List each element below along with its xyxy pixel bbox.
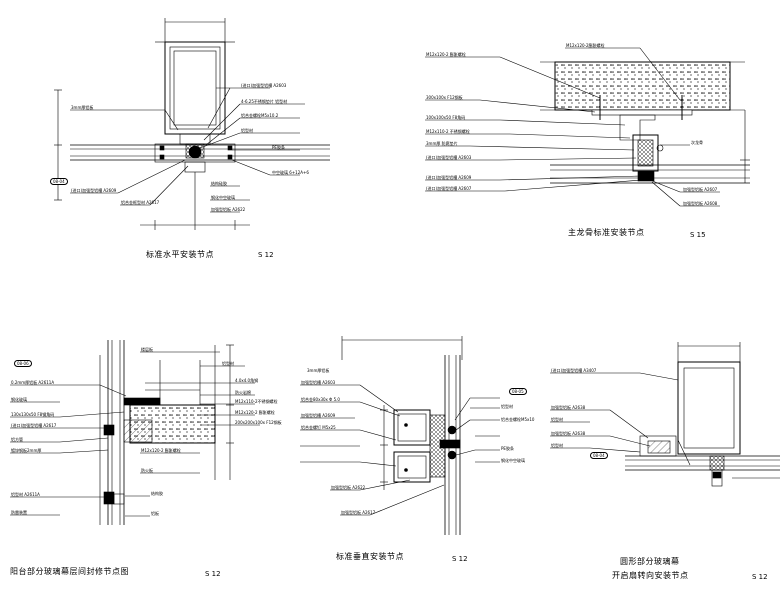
detail4-drawing (300, 336, 500, 535)
detail4-label: PE胶条 (501, 446, 514, 451)
detail5-callout: 08-04 (590, 452, 608, 459)
detail4-title: 标准垂直安装节点 (336, 552, 404, 561)
detail4-label: 加强型铝板 A2617 (341, 510, 376, 515)
detail1-title: 标准水平安装节点 (146, 250, 214, 259)
detail2-drawing (425, 47, 750, 207)
detail3-label: 防雷装置 (11, 510, 27, 515)
detail1-label: 铝合金框型材 A2617 (121, 200, 160, 205)
detail2-label: 加强型铝板 A2607 (683, 187, 718, 192)
detail3-label: 镀锌钢板2mm厚 (11, 448, 42, 453)
detail1-label: (进口)加强型铝槽 A2603 (241, 83, 287, 88)
detail1-label: 钢化中空玻璃 (211, 195, 235, 200)
detail2-label: 加强型铝板 A2608 (683, 201, 718, 206)
detail1-label: 铝型材 (241, 128, 253, 133)
detail5-label: (进口)加强型铝槽 A3407 (551, 368, 597, 373)
detail2-title: 主龙骨标准安装节点 (568, 228, 645, 237)
detail2-label: M12x120-2 膨胀螺栓 (426, 52, 466, 57)
detail1-label: PE胶条 (272, 145, 285, 150)
detail5-drawing (550, 342, 780, 487)
detail3-label: 铝方管 (11, 437, 23, 442)
detail1-label: 4-6.25不锈钢垫片 铝型材 (241, 99, 288, 104)
detail5-label: 加强型铝板 A2638 (551, 431, 586, 436)
detail2-label: 300x100x F12钢板 (426, 95, 463, 100)
detail4-callout: 08-05 (509, 388, 527, 395)
detail5-label: 铝型材 (551, 417, 563, 422)
detail1-label: 铝合金螺栓M5x10.2 (241, 113, 279, 118)
detail3-scale: S 12 (205, 570, 221, 578)
detail5-label: 铝型材 (551, 443, 563, 448)
detail4-label: 铝型材 (501, 404, 513, 409)
detail3-label: 0.2mm厚铝板 A2611A (11, 380, 55, 385)
detail4-label: 铝合金螺钉 M5x25 (301, 425, 336, 430)
detail2-label: (进口)加强型铝槽 A2603 (426, 155, 472, 160)
detail2-label: 100x100x50 F8角码 (426, 115, 466, 120)
detail3-label: 钢化玻璃 (11, 397, 27, 402)
detail2-label: (进口)加强型铝槽 A2607 (426, 186, 472, 191)
detail5-title-line1: 圆形部分玻璃幕 (620, 557, 680, 566)
detail1-label: 中空玻璃 6+12A+6 (272, 170, 309, 175)
detail4-label: 铝合金螺栓M5x10 (501, 417, 535, 422)
detail3-label: M12x120-2 膨胀螺栓 (141, 448, 181, 453)
detail3-title: 阳台部分玻璃幕层间封修节点图 (10, 567, 129, 576)
detail3-label: M12x120-2 膨胀螺栓 (235, 410, 275, 415)
detail4-scale: S 12 (452, 555, 468, 563)
detail5-title-line2: 开启扇转向安装节点 (612, 571, 689, 580)
detail4-label: 加强型铝槽 A2603 (301, 380, 336, 385)
detail4-label: 加强型铝板 A2622 (331, 485, 366, 490)
detail2-label: (进口)加强型铝槽 A2609 (426, 175, 472, 180)
detail3-label: 铝板 (151, 511, 159, 516)
detail3-label: 4.0x4.0角钢 (235, 378, 259, 383)
detail3-label: 130x130x50 F8钢角码 (11, 412, 55, 417)
detail3-label: M12x110-2不锈钢螺栓 (235, 399, 278, 404)
detail1-label: 结构硅胶 (211, 181, 227, 186)
detail3-callout: 08-06 (14, 360, 32, 367)
detail3-label: 防火板 (141, 468, 153, 473)
detail5-scale: S 12 (752, 573, 768, 581)
detail3-label: 楼层板 (141, 347, 153, 352)
detail1-label: (进口)加强型铝槽 A2609 (71, 188, 117, 193)
detail1-label: 3mm厚铝板 (71, 105, 94, 110)
detail3-label: 200x200x100x F12钢板 (235, 420, 282, 425)
detail3-label: (进口)加强型铝槽 A2617 (11, 423, 57, 428)
detail3-label: 铝型材 (222, 361, 234, 366)
detail3-drawing (10, 340, 260, 525)
detail4-label: 钢化中空玻璃 (501, 458, 525, 463)
detail5-label: 加强型铝板 A2638 (551, 405, 586, 410)
detail4-label: 铝合金80x30x Φ 5.0 (301, 397, 340, 402)
detail2-label: M12x120-2膨胀螺栓 (566, 43, 605, 48)
detail2-label: M12x110-2 不锈钢螺栓 (426, 129, 470, 134)
detail3-label: 结构胶 (151, 491, 163, 496)
detail3-label: 防火岩棉 (235, 390, 251, 395)
detail1-callout: 08-04 (50, 178, 68, 185)
detail1-label: 加强型铝板 A2622 (211, 207, 246, 212)
detail4-label: 加强型铝槽 A2609 (301, 413, 336, 418)
detail2-scale: S 15 (690, 231, 706, 239)
detail2-label: 次龙骨 (691, 140, 703, 145)
detail2-label: 3mm厚 防腐垫片 (426, 141, 458, 146)
detail1-scale: S 12 (258, 251, 274, 259)
detail3-label: 铝型材 A2611A (11, 492, 40, 497)
detail1-drawing (54, 18, 330, 230)
detail4-label: 3mm厚铝板 (307, 368, 330, 373)
